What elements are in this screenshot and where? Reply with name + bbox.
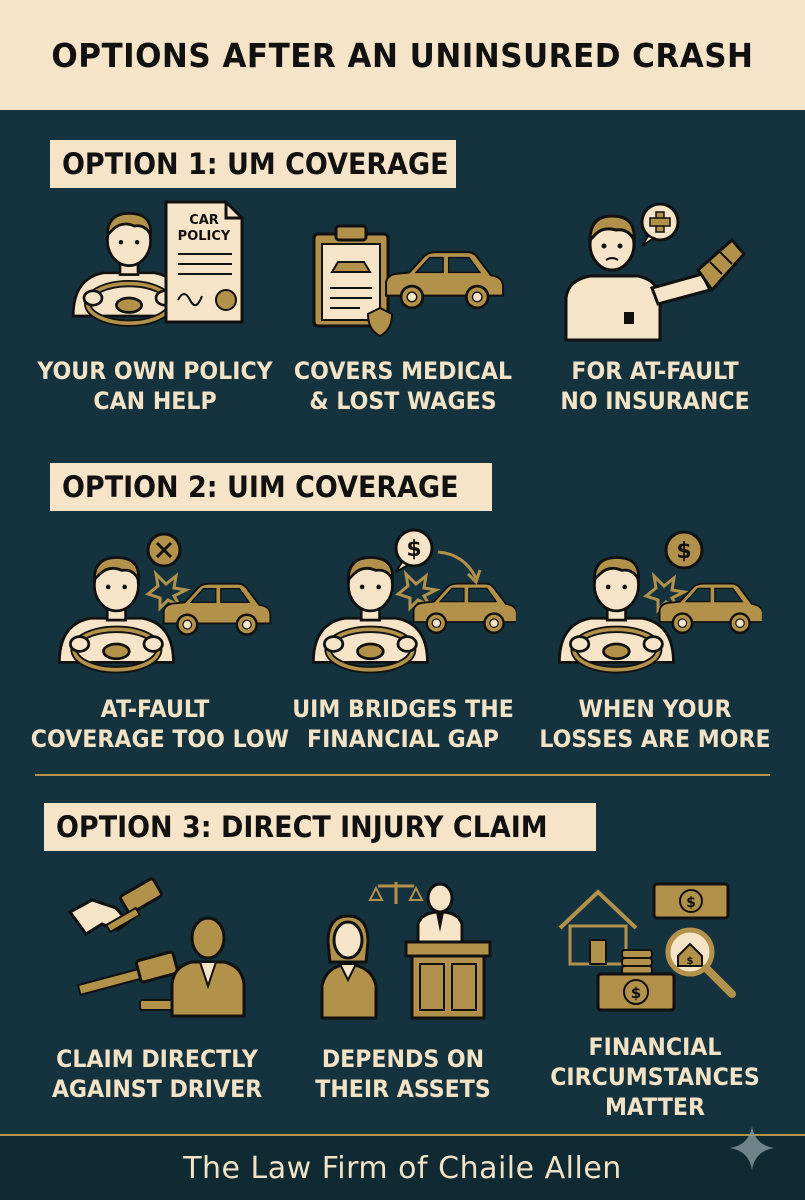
caption-option-3-item-2: DEPENDS ON THEIR ASSETS [315, 1045, 491, 1103]
section-label-option-3: OPTION 3: DIRECT INJURY CLAIM [44, 803, 596, 851]
gavel-driver-icon [67, 877, 246, 1018]
page-title: OPTIONS AFTER AN UNINSURED CRASH [51, 35, 754, 75]
svg-text:$: $ [687, 956, 694, 967]
sparkle-icon [730, 1126, 774, 1170]
driver-crash-x-icon [52, 532, 272, 682]
clipboard-car-icon [312, 224, 505, 338]
svg-text:$: $ [631, 984, 641, 1002]
footer-firm-name: The Law Firm of Chaile Allen [183, 1150, 622, 1186]
caption-option-2-item-3: WHEN YOUR LOSSES ARE MORE [539, 695, 771, 753]
svg-text:$: $ [676, 539, 691, 564]
caption-option-3-item-3: FINANCIAL CIRCUMSTANCES MATTER [550, 1033, 760, 1121]
caption-option-2-item-2: UIM BRIDGES THE FINANCIAL GAP [292, 695, 514, 753]
courtroom-icon [320, 882, 492, 1020]
policy-text-policy: POLICY [178, 229, 231, 244]
caption-option-1-item-3: FOR AT-FAULT NO INSURANCE [560, 357, 750, 415]
caption-option-2-item-1: AT-FAULT COVERAGE TOO LOW [30, 695, 290, 753]
caption-option-3-item-1: CLAIM DIRECTLY AGAINST DRIVER [51, 1045, 263, 1103]
policy-text-car: CAR [189, 213, 219, 228]
driver-crash-dollar-icon: $ [306, 528, 516, 682]
title-banner: OPTIONS AFTER AN UNINSURED CRASH [0, 0, 805, 110]
svg-text:$: $ [686, 895, 696, 911]
section-label-option-1: OPTION 1: UM COVERAGE [50, 140, 456, 188]
section-divider [35, 774, 770, 776]
footer: The Law Firm of Chaile Allen [0, 1136, 805, 1200]
driver-with-policy-icon: CAR POLICY [66, 200, 244, 346]
footer-divider [0, 1134, 805, 1136]
assets-magnifier-icon: $ $ $ [558, 882, 736, 1012]
caption-option-1-item-1: YOUR OWN POLICY CAN HELP [37, 357, 273, 415]
section-label-option-2: OPTION 2: UIM COVERAGE [50, 463, 492, 511]
svg-text:$: $ [406, 537, 421, 562]
caption-option-1-item-2: COVERS MEDICAL & LOST WAGES [293, 357, 513, 415]
driver-crash-coin-icon: $ [552, 530, 762, 682]
injured-person-icon [564, 202, 746, 342]
